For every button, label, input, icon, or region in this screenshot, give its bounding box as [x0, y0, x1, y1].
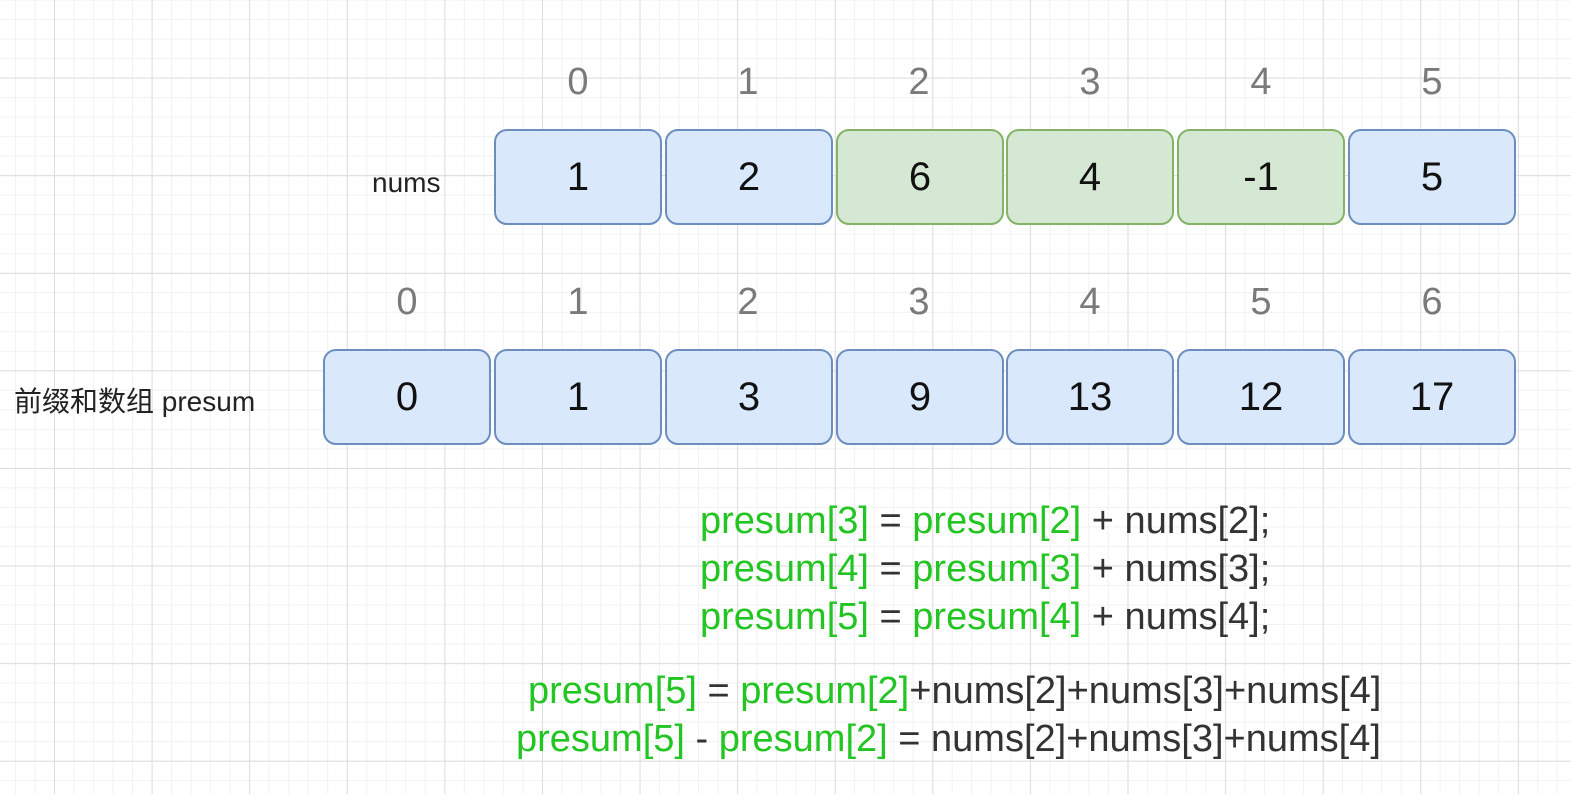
nums-cell: 5 — [1348, 129, 1516, 225]
presum-label: 前缀和数组 presum — [14, 386, 256, 417]
presum-index: 0 — [396, 281, 418, 323]
presum-cell: 0 — [323, 349, 491, 445]
presum-index: 3 — [908, 281, 930, 323]
nums-index: 1 — [737, 61, 759, 103]
presum-cell: 3 — [665, 349, 833, 445]
formula-term-green: presum[2] — [718, 718, 888, 760]
formula-term-green: presum[5] — [528, 670, 697, 712]
formula-term-green: presum[4] — [912, 596, 1082, 638]
presum-cell: 13 — [1006, 349, 1174, 445]
formula-operator: = — [868, 548, 913, 590]
nums-index: 2 — [908, 61, 930, 103]
formula-line: presum[3] = presum[2] + nums[2]; — [700, 498, 1270, 544]
formula-term: = nums[2]+nums[3]+nums[4] — [887, 718, 1381, 760]
presum-index: 4 — [1079, 281, 1101, 323]
nums-cell-highlighted: -1 — [1177, 129, 1345, 225]
formula-operator: = — [868, 500, 913, 542]
formula-term-green: presum[4] — [700, 548, 869, 590]
presum-index: 2 — [737, 281, 759, 323]
formula-term: + nums[4]; — [1081, 596, 1271, 638]
presum-cell: 9 — [836, 349, 1004, 445]
formula-term-green: presum[2] — [912, 500, 1082, 542]
formula-operator: = — [696, 670, 741, 712]
presum-cell: 1 — [494, 349, 662, 445]
nums-index: 0 — [567, 61, 589, 103]
presum-index: 1 — [567, 281, 589, 323]
formula-term: + nums[2]; — [1081, 500, 1271, 542]
presum-cell: 12 — [1177, 349, 1345, 445]
presum-cell: 17 — [1348, 349, 1516, 445]
formula-term-green: presum[5] — [700, 596, 869, 638]
presum-index: 5 — [1250, 281, 1272, 323]
formula-operator: - — [684, 718, 719, 760]
formula-term: + nums[3]; — [1081, 548, 1271, 590]
nums-cell-highlighted: 4 — [1006, 129, 1174, 225]
formula-operator: = — [868, 596, 913, 638]
formula-term-green: presum[3] — [912, 548, 1082, 590]
formula-term: +nums[2]+nums[3]+nums[4] — [909, 670, 1382, 712]
nums-cell-highlighted: 6 — [836, 129, 1004, 225]
formula-term-green: presum[2] — [740, 670, 910, 712]
formula-line: presum[5] = presum[4] + nums[4]; — [700, 594, 1270, 640]
formula-term-green: presum[5] — [516, 718, 685, 760]
nums-index: 5 — [1421, 61, 1443, 103]
formula-term-green: presum[3] — [700, 500, 869, 542]
formula-line: presum[4] = presum[3] + nums[3]; — [700, 546, 1270, 592]
nums-cell: 2 — [665, 129, 833, 225]
nums-label: nums — [372, 167, 441, 198]
nums-index: 3 — [1079, 61, 1101, 103]
nums-cell: 1 — [494, 129, 662, 225]
formula-line: presum[5] = presum[2]+nums[2]+nums[3]+nu… — [528, 668, 1381, 714]
presum-index: 6 — [1421, 281, 1443, 323]
nums-index: 4 — [1250, 61, 1272, 103]
formula-line: presum[5] - presum[2] = nums[2]+nums[3]+… — [516, 716, 1381, 762]
